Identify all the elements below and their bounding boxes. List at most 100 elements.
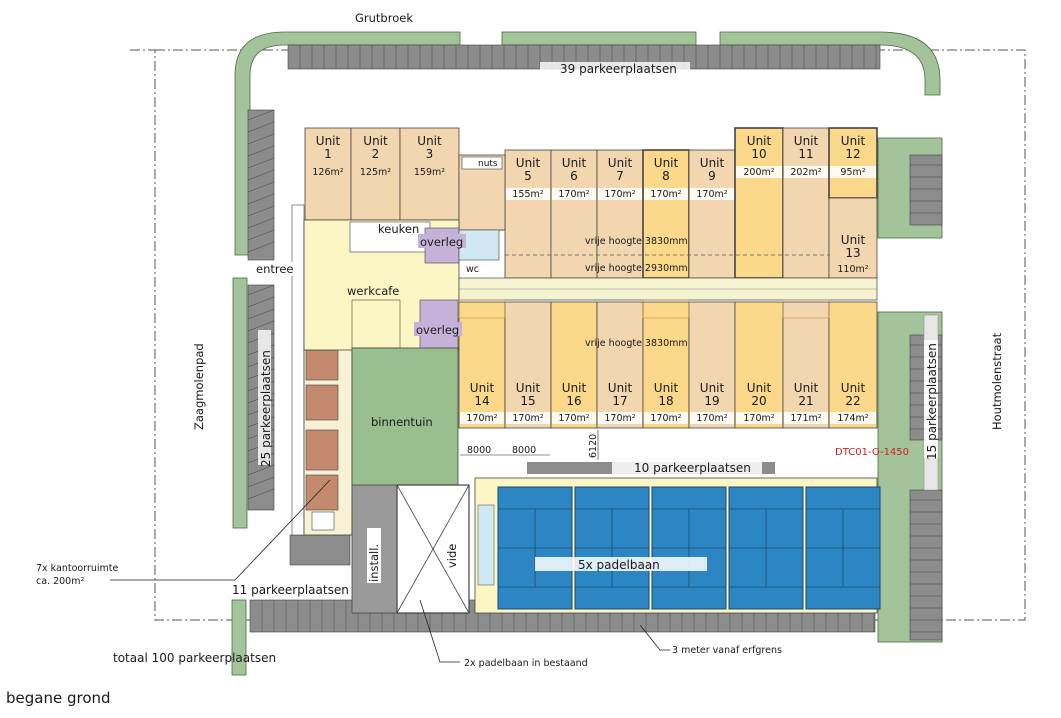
west-corridor [291, 204, 305, 536]
parking-east-bottom [909, 489, 943, 641]
unit-number: 21 [798, 394, 813, 408]
padel-court-2 [574, 486, 650, 610]
hatch-1 [458, 299, 506, 319]
keuken-label: keuken [378, 222, 419, 236]
binnentuin-label: binnentuin [371, 415, 433, 429]
unit-number: 19 [704, 394, 719, 408]
note-offices-1: 7x kantoorruimte [36, 563, 118, 574]
room-brown-3 [305, 349, 339, 381]
unit-area: 170m² [604, 413, 635, 424]
parking-west-top [247, 109, 275, 261]
unit-area: 170m² [650, 413, 681, 424]
unit-area: 170m² [650, 189, 681, 200]
note-padel-existing: 2x padelbaan in bestaand [464, 658, 588, 669]
unit-name: Unit [516, 156, 541, 170]
note-boundary: 3 meter vanaf erfgrens [672, 645, 782, 656]
unit-number: 15 [520, 394, 535, 408]
unit-name: Unit [470, 381, 495, 395]
unit-name: Unit [841, 381, 866, 395]
unit-number: 7 [616, 169, 624, 183]
dim-3: 6120 [588, 434, 599, 458]
parking-east-top [909, 154, 943, 226]
parking-north-label: 39 parkeerplaatsen [560, 62, 677, 76]
unit-name: Unit [608, 381, 633, 395]
hatch-2 [642, 299, 690, 319]
unit-area: 170m² [743, 413, 774, 424]
stairs-sw [311, 511, 335, 531]
parking-sw-label: 11 parkeerplaatsen [232, 583, 349, 597]
dim-1: 8000 [467, 445, 491, 456]
padel-court-3 [651, 486, 727, 610]
unit-number: 1 [324, 147, 332, 161]
padel-court-5 [805, 486, 881, 610]
leader-padel-existing [419, 599, 460, 663]
unit-number: 18 [658, 394, 673, 408]
green-strip-sw [231, 599, 247, 676]
padel-side [477, 504, 495, 586]
unit-number: 12 [845, 147, 860, 161]
parking-sw-small [289, 534, 351, 566]
unit-number: 14 [474, 394, 489, 408]
unit-name: Unit [608, 156, 633, 170]
unit-area: 170m² [558, 189, 589, 200]
parking-west-label: 25 parkeerplaatsen [259, 350, 273, 467]
unit-area: 170m² [604, 189, 635, 200]
unit-area: 170m² [512, 413, 543, 424]
height-top-2: vrije hoogte 2930mm [585, 263, 688, 274]
keuken-room [349, 221, 431, 253]
unit-number: 6 [570, 169, 578, 183]
unit-number: 13 [845, 246, 860, 260]
unit-number: 10 [751, 147, 766, 161]
unit-number: 16 [566, 394, 581, 408]
unit-name: Unit [794, 381, 819, 395]
note-offices-2: ca. 200m² [36, 576, 84, 587]
unit-area: 95m² [840, 167, 865, 178]
unit-name: Unit [747, 134, 772, 148]
unit-area: 126m² [312, 167, 343, 178]
parking-total-label: totaal 100 parkeerplaatsen [113, 651, 276, 665]
height-bottom: vrije hoogte 3830mm [585, 338, 688, 349]
overleg-top-label: overleg [420, 235, 463, 249]
unit-name: Unit [654, 156, 679, 170]
street-north: Grutbroek [355, 11, 413, 25]
parking-south-label: 10 parkeerplaatsen [634, 461, 751, 475]
green-strip-ne [719, 31, 941, 96]
green-strip-n [501, 31, 697, 46]
unit-name: Unit [747, 381, 772, 395]
unit-number: 20 [751, 394, 766, 408]
caption: begane grond [6, 689, 111, 707]
leader-offices [110, 479, 331, 581]
entree-label: entree [256, 262, 294, 276]
unit-area: 174m² [837, 413, 868, 424]
room-brown-5 [305, 429, 339, 471]
unit-number: 9 [708, 169, 716, 183]
unit-name: Unit [794, 134, 819, 148]
unit-name: Unit [516, 381, 541, 395]
drawing-code: DTC01-O-1450 [835, 447, 909, 458]
vide-label: vide [445, 544, 459, 568]
parking-east-label: 15 parkeerplaatsen [925, 343, 939, 460]
padel-court-4 [728, 486, 804, 610]
leader-boundary [639, 624, 670, 651]
unit-area: 170m² [558, 413, 589, 424]
unit-name: Unit [316, 134, 341, 148]
unit-area: 110m² [837, 264, 868, 275]
